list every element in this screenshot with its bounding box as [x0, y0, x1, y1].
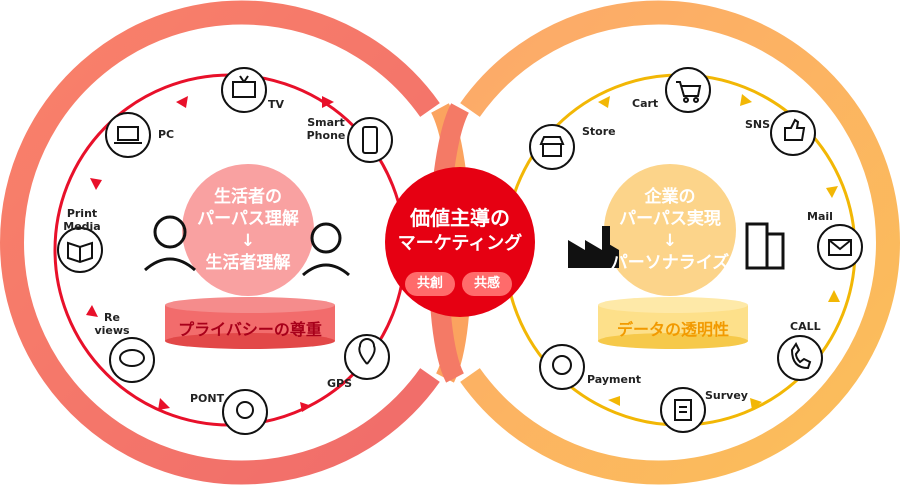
- label-smartphone-2: Phone: [306, 129, 346, 142]
- right-node-icons: [529, 67, 863, 433]
- pill-left-bg: [405, 272, 455, 296]
- thumbs-up-icon: [770, 110, 816, 156]
- right-inner-line2: パーパス実現: [619, 209, 721, 229]
- label-smartphone-1: Smart: [307, 116, 345, 129]
- payment-icon: [539, 344, 585, 390]
- left-inner-line2: パーパス理解: [197, 209, 299, 229]
- label-reviews-1: Re: [104, 311, 120, 324]
- left-ring: [0, 0, 440, 485]
- survey-icon: [660, 387, 706, 433]
- right-base: [598, 297, 748, 349]
- pill-right-bg: [462, 272, 512, 296]
- right-icon-glyphs: [539, 81, 852, 421]
- label-cart: Cart: [632, 97, 659, 110]
- label-pc: PC: [158, 128, 175, 141]
- left-track-arrows: [86, 96, 334, 412]
- center-pill-left: 共創: [416, 276, 443, 291]
- building-icon: [745, 222, 785, 270]
- woman-icon: [144, 215, 196, 272]
- label-mail: Mail: [807, 210, 833, 223]
- left-node-icons: [57, 67, 393, 435]
- label-payment: Payment: [587, 373, 642, 386]
- left-icon-glyphs: [67, 75, 378, 419]
- right-inner-line1: 企業の: [644, 187, 696, 207]
- mail-icon: [817, 224, 863, 270]
- right-base-label: データの透明性: [616, 320, 729, 339]
- left-base-label: プライバシーの尊重: [178, 320, 322, 339]
- right-ring: [460, 0, 900, 485]
- tv-icon: [221, 67, 267, 113]
- points-icon: [222, 389, 268, 435]
- label-pont: PONT: [190, 392, 225, 405]
- label-sns: SNS: [745, 118, 771, 131]
- left-inner-line1: 生活者の: [214, 187, 282, 207]
- chat-icon: [109, 337, 155, 383]
- label-call: CALL: [790, 320, 821, 333]
- label-print-1: Print: [66, 207, 98, 220]
- right-track-arrows: [598, 94, 840, 410]
- left-inner-line3: 生活者理解: [205, 253, 291, 273]
- cart-icon: [665, 67, 711, 113]
- label-reviews-2: views: [94, 324, 130, 337]
- right-inner-line3: パーソナライズ: [610, 253, 730, 273]
- pc-icon: [105, 112, 151, 158]
- right-bubble: [604, 164, 736, 296]
- store-icon: [529, 124, 575, 170]
- man-icon: [302, 222, 350, 277]
- factory-icon: [568, 226, 619, 268]
- phone-icon: [777, 335, 823, 381]
- right-inner-arrow: ↓: [662, 231, 678, 251]
- label-survey: Survey: [705, 389, 748, 402]
- smartphone-icon: [347, 117, 393, 163]
- left-base: [165, 297, 335, 349]
- center-title-1: 価値主導の: [410, 206, 510, 230]
- center-title-2: マーケティング: [397, 233, 523, 254]
- center-pill-right: 共感: [473, 276, 500, 291]
- left-inner-arrow: ↓: [240, 231, 256, 251]
- gps-icon: [344, 334, 390, 380]
- label-print-2: Media: [63, 220, 101, 233]
- label-gps: GPS: [327, 377, 353, 390]
- label-store: Store: [582, 125, 616, 138]
- label-tv: TV: [268, 98, 285, 111]
- left-bubble: [182, 164, 314, 296]
